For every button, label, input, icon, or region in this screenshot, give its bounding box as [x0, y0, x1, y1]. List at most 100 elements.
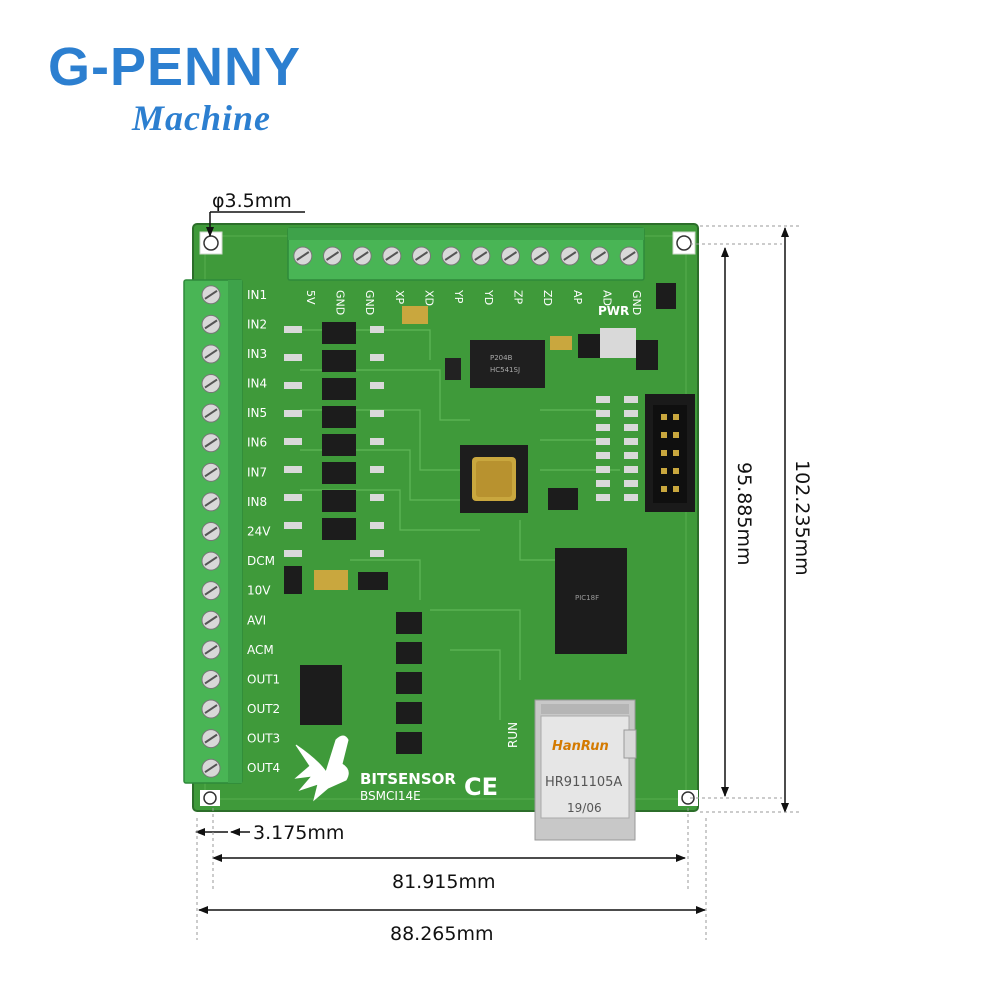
board-width-label: 88.265mm	[390, 923, 494, 945]
left-terminal-label: AVI	[247, 613, 266, 627]
terminal-screw-icon	[471, 246, 491, 266]
brand-logo-tagline: Machine	[132, 98, 272, 138]
brand-silk-label: BITSENSOR	[360, 770, 456, 788]
terminal-screw-icon	[201, 492, 221, 512]
misc-components	[284, 283, 676, 725]
left-terminal-block: IN1IN2IN3IN4IN5IN6IN7IN824VDCM10VAVIACMO…	[183, 279, 280, 784]
resistor	[624, 466, 638, 473]
output-driver-chip	[396, 642, 422, 664]
optocoupler-chip	[322, 518, 356, 540]
resistor	[370, 410, 384, 417]
hole-spacing-height-label: 95.885mm	[733, 462, 755, 566]
idc-header	[645, 394, 695, 512]
optocoupler-chip	[322, 322, 356, 344]
output-driver-chip	[396, 612, 422, 634]
top-terminal-label: GND	[363, 290, 376, 315]
terminal-screw-icon	[412, 246, 431, 266]
resistor	[596, 396, 610, 403]
svg-text:HC541SJ: HC541SJ	[490, 366, 520, 374]
resistor	[596, 466, 610, 473]
left-terminal-label: IN5	[247, 406, 267, 420]
terminal-screw-icon	[382, 246, 402, 266]
terminal-screw-icon	[201, 729, 221, 749]
rj45-brand: HanRun	[552, 739, 609, 754]
rj45-part: HR911105A	[545, 775, 622, 790]
left-terminal-label: IN7	[247, 465, 267, 479]
optocoupler-array	[322, 322, 356, 540]
left-terminal-label: DCM	[247, 554, 275, 568]
resistor	[284, 522, 302, 529]
resistor	[370, 438, 384, 445]
resistor	[624, 480, 638, 487]
terminal-screw-icon	[201, 314, 221, 334]
output-driver-array	[396, 612, 422, 754]
left-terminal-label: ACM	[247, 643, 274, 657]
resistor	[370, 550, 384, 557]
top-terminal-label: YD	[482, 289, 495, 305]
resistor	[624, 396, 638, 403]
left-terminal-label: OUT4	[247, 761, 280, 775]
rj45-date: 19/06	[567, 801, 602, 815]
optocoupler-chip	[322, 462, 356, 484]
left-terminal-label: 10V	[247, 584, 271, 598]
left-terminal-label: IN4	[247, 377, 267, 391]
resistor	[284, 550, 302, 557]
resistor	[284, 410, 302, 417]
terminal-screw-icon	[441, 246, 461, 266]
top-terminal-label: XD	[423, 290, 436, 306]
hole-offset-label: 3.175mm	[253, 822, 344, 844]
resistor	[596, 424, 610, 431]
top-terminal-label: 5V	[304, 290, 317, 305]
ce-mark: CE	[464, 773, 498, 801]
resistor	[370, 382, 384, 389]
header-pin	[673, 432, 679, 438]
board-height-label: 102.235mm	[791, 460, 813, 576]
terminal-screw-icon	[201, 374, 221, 394]
output-driver-chip	[396, 702, 422, 724]
resistor	[284, 382, 302, 389]
terminal-screw-icon	[201, 522, 221, 541]
resistor	[370, 326, 384, 333]
left-terminal-label: IN3	[247, 347, 267, 361]
resistor	[596, 438, 610, 445]
terminal-screw-icon	[201, 344, 221, 364]
terminal-screw-icon	[201, 462, 221, 482]
left-terminal-label: IN1	[247, 288, 267, 302]
top-terminal-label: ZD	[541, 290, 554, 306]
header-pin	[673, 414, 679, 420]
resistor-network	[284, 326, 638, 557]
resistor	[596, 452, 610, 459]
extension-lines	[196, 225, 800, 940]
header-pin	[673, 486, 679, 492]
left-terminal-label: IN6	[247, 436, 267, 450]
terminal-screw-icon	[201, 581, 221, 601]
resistor	[624, 424, 638, 431]
brand-logo-title: G-PENNY	[48, 37, 302, 97]
resistor	[624, 410, 638, 417]
hole-spacing-width-label: 81.915mm	[392, 871, 496, 893]
dimension-annotations	[195, 211, 789, 914]
resistor	[370, 494, 384, 501]
resistor	[624, 452, 638, 459]
right-ic: PIC18F	[555, 548, 627, 654]
header-pin	[673, 450, 679, 456]
optocoupler-chip	[322, 378, 356, 400]
rj45-jack: HanRun HR911105A 19/06	[534, 699, 637, 841]
header-pin	[661, 468, 667, 474]
optocoupler-chip	[322, 434, 356, 456]
optocoupler-chip	[322, 406, 356, 428]
left-terminal-label: OUT1	[247, 672, 280, 686]
left-terminal-label: 24V	[247, 525, 271, 539]
resistor	[284, 438, 302, 445]
resistor	[624, 438, 638, 445]
resistor	[284, 354, 302, 361]
top-terminal-label: GND	[334, 290, 347, 315]
left-terminal-label: IN8	[247, 495, 267, 509]
terminal-screw-icon	[201, 403, 221, 423]
top-ic: P204B HC541SJ	[445, 328, 636, 388]
terminal-screw-icon	[293, 246, 313, 266]
top-terminal-label: AD	[601, 290, 614, 306]
top-terminal-label: AP	[571, 290, 584, 305]
resistor	[596, 494, 610, 501]
